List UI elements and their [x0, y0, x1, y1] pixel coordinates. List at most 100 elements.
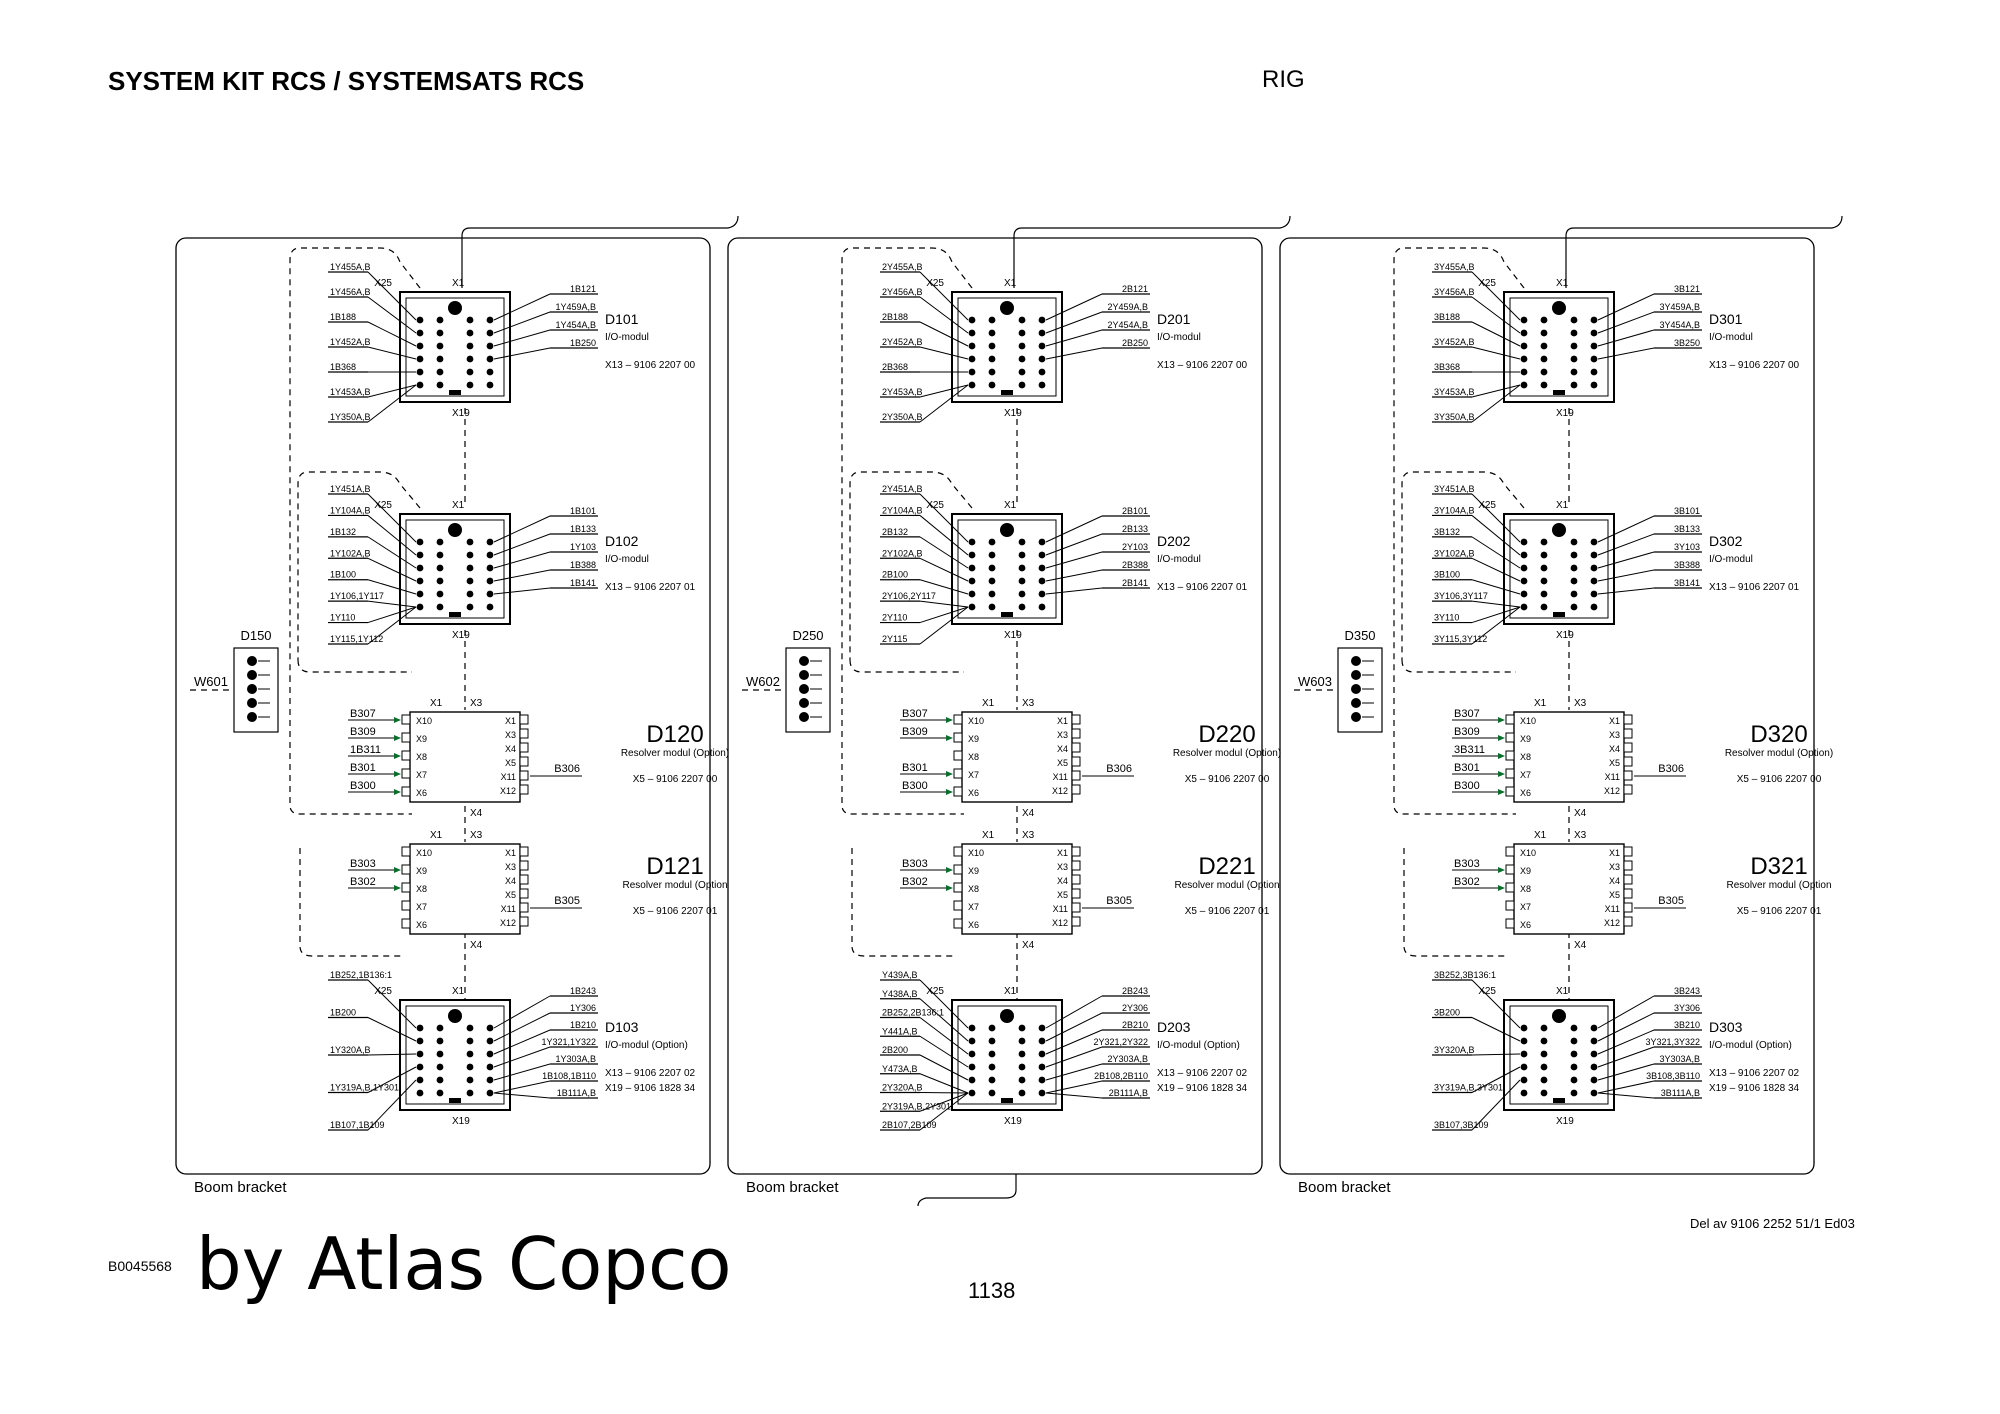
connector-label: X25 [1478, 500, 1496, 511]
signal-label: 2Y303A,B [1107, 1054, 1148, 1064]
resolver-input-label: B309 [902, 726, 928, 738]
port-icon [1071, 728, 1081, 739]
connector-pin-icon [247, 698, 257, 708]
signal-label: 2Y103 [1122, 542, 1148, 552]
connector-label: X19 [452, 630, 470, 641]
connector-label: X8 [416, 752, 427, 762]
signal-label: 3Y453A,B [1434, 387, 1475, 397]
connector-pin-icon [1351, 656, 1361, 666]
signal-label: 2Y102A,B [882, 548, 923, 558]
part-number: X13 – 9106 2207 00 [1709, 360, 1800, 371]
module-name: D220 [1198, 721, 1255, 748]
resolver-output-label: B305 [1658, 895, 1684, 907]
connector-label: X5 [1609, 890, 1620, 900]
signal-label: 2B141 [1122, 578, 1148, 588]
boom-bracket-label: Boom bracket [1298, 1179, 1391, 1196]
connector-label: X1 [982, 830, 995, 841]
port-icon [953, 786, 963, 797]
signal-label: 1Y451A,B [330, 484, 371, 494]
signal-label: 3B200 [1434, 1008, 1460, 1018]
signal-label: 3Y451A,B [1434, 484, 1475, 494]
connector-label: X12 [1052, 918, 1068, 928]
module-type: Resolver modul (Option [622, 880, 727, 891]
port-icon [1623, 860, 1633, 871]
connector-label: X19 [1556, 630, 1574, 641]
module-type: Resolver modul (Option) [621, 748, 729, 759]
signal-label: 2Y110 [882, 613, 907, 623]
connector-label: X4 [1022, 808, 1035, 819]
signal-label: 2B101 [1122, 506, 1148, 516]
connector-label: X4 [1574, 808, 1587, 819]
signal-label: 2Y451A,B [882, 484, 923, 494]
connector-label: X1 [1057, 848, 1068, 858]
connector-label: X9 [416, 866, 427, 876]
port-icon [1071, 916, 1081, 927]
part-number: X5 – 9106 2207 00 [633, 774, 718, 785]
port-icon [1505, 714, 1515, 725]
signal-label: 2Y321,2Y322 [1093, 1037, 1148, 1047]
resolver-output-label: B306 [554, 763, 580, 775]
signal-label: 1B210 [570, 1020, 596, 1030]
arrow-icon [394, 867, 401, 873]
port-icon [1071, 860, 1081, 871]
signal-label: 1Y110 [330, 613, 355, 623]
signal-label: 2B100 [882, 570, 908, 580]
signal-label: 2B188 [882, 312, 908, 322]
connector-label: X7 [416, 902, 427, 912]
port-icon [1071, 742, 1081, 753]
part-number: X13 – 9106 2207 00 [605, 360, 696, 371]
resolver-input-label: B307 [350, 708, 376, 720]
signal-label: 1Y306 [570, 1003, 596, 1013]
resolver-input-label: 3B311 [1454, 744, 1485, 756]
signal-label: 3Y321,3Y322 [1645, 1037, 1700, 1047]
signal-label: 1Y319A,B,1Y301 [330, 1083, 399, 1093]
port-icon [1623, 902, 1633, 913]
signal-label: 1B188 [330, 312, 356, 322]
module-type: Resolver modul (Option [1726, 880, 1831, 891]
connector-label: X10 [1520, 848, 1536, 858]
arrow-icon [394, 717, 401, 723]
signal-label: 1B388 [570, 560, 596, 570]
io-module-led-icon [1000, 1009, 1014, 1023]
connector-pin-icon [247, 656, 257, 666]
signal-label: 1Y115,1Y112 [330, 634, 383, 644]
connector-label: X1 [1609, 848, 1620, 858]
signal-label: 3Y455A,B [1434, 262, 1475, 272]
signal-label: 1B108,1B110 [542, 1071, 596, 1081]
connector-label: X25 [374, 986, 392, 997]
module-name: D303 [1709, 1019, 1743, 1035]
connector-label: X1 [1004, 278, 1017, 289]
connector-pin-icon [799, 698, 809, 708]
port-icon [953, 714, 963, 725]
module-type: I/O-modul [1157, 554, 1201, 565]
connector-label: X6 [416, 920, 427, 930]
signal-label: 1Y320A,B [330, 1045, 371, 1055]
port-icon [953, 732, 963, 743]
resolver-input-label: B301 [350, 762, 376, 774]
signal-label: 1B121 [570, 284, 596, 294]
connector-label: X4 [1609, 876, 1620, 886]
signal-label: 1Y459A,B [555, 302, 596, 312]
connector-label: X19 [452, 408, 470, 419]
connector-label: X4 [1609, 744, 1620, 754]
module-type: Resolver modul (Option) [1173, 748, 1281, 759]
resolver-output-label: B306 [1658, 763, 1684, 775]
signal-label: 3B243 [1674, 986, 1700, 996]
junction-name: D150 [240, 628, 271, 643]
signal-label: 3Y104A,B [1434, 505, 1475, 515]
connector-label: X12 [1604, 918, 1620, 928]
signal-label: 3B108,3B110 [1646, 1071, 1700, 1081]
port-icon [953, 864, 963, 875]
connector-label: X10 [1520, 716, 1536, 726]
connector-label: X12 [500, 786, 516, 796]
connector-label: X3 [505, 862, 516, 872]
signal-label: 1B132 [330, 527, 356, 537]
connector-label: X12 [500, 918, 516, 928]
port-icon [1623, 784, 1633, 795]
arrow-icon [1498, 735, 1505, 741]
connector-label: X3 [1574, 830, 1587, 841]
connector-label: X4 [505, 744, 516, 754]
connector-label: X1 [1609, 716, 1620, 726]
connector-label: X19 [1556, 408, 1574, 419]
